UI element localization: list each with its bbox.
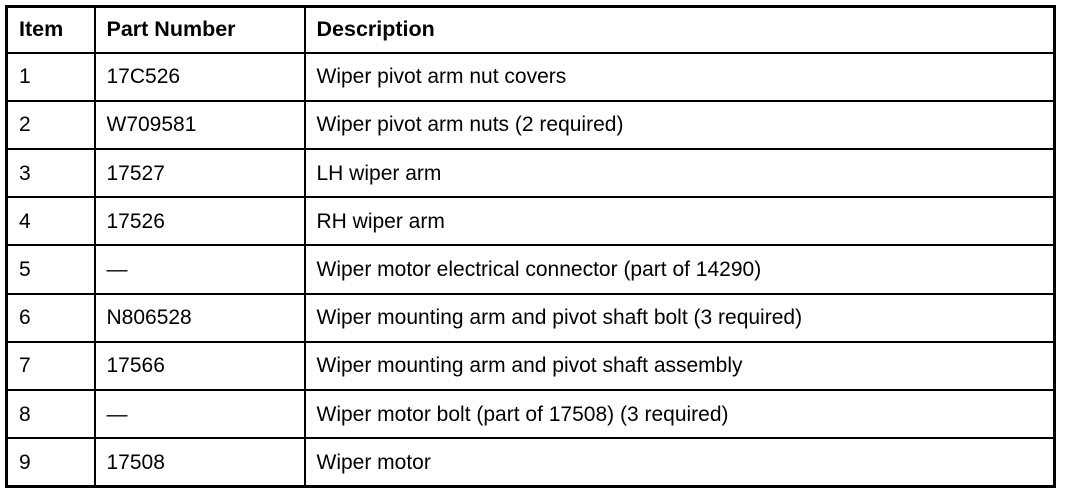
table-body: 1 17C526 Wiper pivot arm nut covers 2 W7… xyxy=(6,51,1055,487)
cell-item: 3 xyxy=(6,147,96,199)
cell-part-number: 17566 xyxy=(93,340,306,392)
cell-part-number: W709581 xyxy=(93,99,306,150)
table-row: 4 17526 RH wiper arm xyxy=(6,196,1055,247)
table-row: 9 17508 Wiper motor xyxy=(6,437,1055,487)
table-row: 2 W709581 Wiper pivot arm nuts (2 requir… xyxy=(6,99,1055,150)
table-row: 5 — Wiper motor electrical connector (pa… xyxy=(6,244,1055,295)
cell-part-number: N806528 xyxy=(93,292,306,343)
cell-description: Wiper pivot arm nut covers xyxy=(303,51,1055,102)
cell-item: 4 xyxy=(6,196,96,247)
table-header-row: Item Part Number Description xyxy=(6,6,1055,54)
table-row: 3 17527 LH wiper arm xyxy=(6,147,1055,199)
table-row: 8 — Wiper motor bolt (part of 17508) (3 … xyxy=(6,389,1055,440)
cell-description: Wiper mounting arm and pivot shaft assem… xyxy=(303,340,1055,392)
cell-description: Wiper motor electrical connector (part o… xyxy=(303,244,1055,295)
cell-part-number: 17508 xyxy=(93,437,306,487)
cell-part-number: 17527 xyxy=(93,147,306,199)
cell-description: Wiper mounting arm and pivot shaft bolt … xyxy=(303,292,1055,343)
table-row: 6 N806528 Wiper mounting arm and pivot s… xyxy=(6,292,1055,343)
cell-item: 2 xyxy=(6,99,96,150)
cell-item: 7 xyxy=(6,340,96,392)
cell-item: 1 xyxy=(6,51,96,102)
cell-part-number: — xyxy=(93,244,306,295)
cell-part-number: — xyxy=(93,389,306,440)
parts-table: Item Part Number Description 1 17C526 Wi… xyxy=(5,5,1056,488)
cell-item: 6 xyxy=(6,292,96,343)
cell-item: 8 xyxy=(6,389,96,440)
cell-description: Wiper motor bolt (part of 17508) (3 requ… xyxy=(303,389,1055,440)
cell-item: 9 xyxy=(6,437,96,487)
column-header-part-number: Part Number xyxy=(93,6,306,54)
cell-description: Wiper pivot arm nuts (2 required) xyxy=(303,99,1055,150)
cell-part-number: 17526 xyxy=(93,196,306,247)
cell-part-number: 17C526 xyxy=(93,51,306,102)
column-header-description: Description xyxy=(303,6,1055,54)
column-header-item: Item xyxy=(6,6,96,54)
cell-item: 5 xyxy=(6,244,96,295)
cell-description: Wiper motor xyxy=(303,437,1055,487)
cell-description: RH wiper arm xyxy=(303,196,1055,247)
cell-description: LH wiper arm xyxy=(303,147,1055,199)
table-header: Item Part Number Description xyxy=(6,6,1055,54)
table-row: 7 17566 Wiper mounting arm and pivot sha… xyxy=(6,340,1055,392)
table-row: 1 17C526 Wiper pivot arm nut covers xyxy=(6,51,1055,102)
